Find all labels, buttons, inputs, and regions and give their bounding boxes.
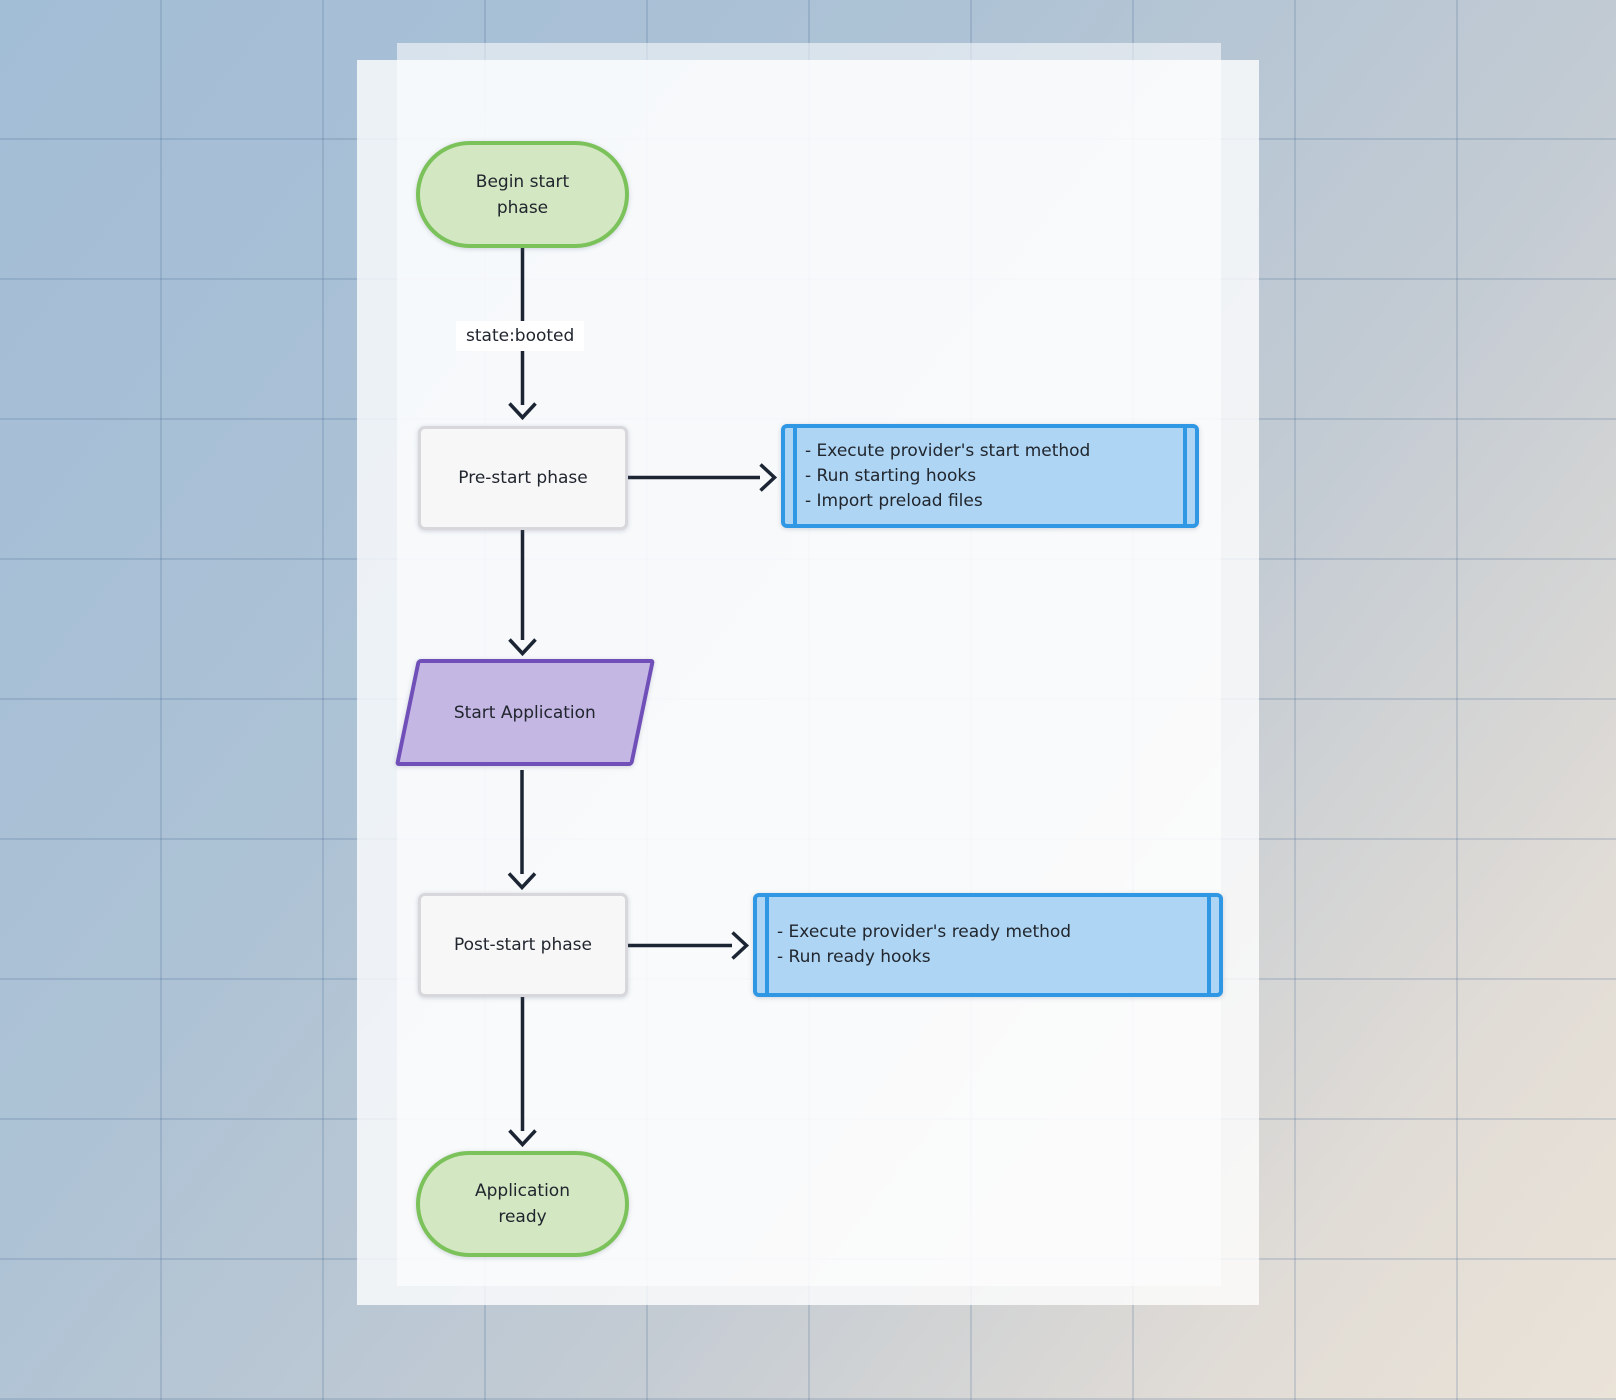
node-label: Pre-start phase [458,468,588,488]
node-label: Start Application [454,702,596,723]
subroutine-line: - Import preload files [805,490,983,511]
node-application-ready: Application ready [416,1151,629,1257]
arrowhead-right-icon [759,463,778,492]
subroutine-line: - Execute provider's start method [805,440,1091,461]
arrowhead-down-icon [508,638,537,657]
edge-label-state-booted: state:booted [456,321,585,351]
subroutine-right-bar [1183,428,1187,524]
arrowhead-down-icon [508,1129,537,1148]
node-start-application: Start Application [394,659,656,766]
node-label: Post-start phase [453,935,592,955]
arrowhead-down-icon [507,872,537,891]
subroutine-line: - Run starting hooks [805,465,977,486]
edge-startapp-to-poststart [507,770,537,891]
edge-poststart-to-ready [508,997,537,1148]
arrowhead-right-icon [731,931,750,960]
node-begin-start-phase: Begin start phase [416,141,629,248]
arrowhead-down-icon [508,402,537,421]
subroutine-left-bar [765,897,769,993]
subroutine-line: - Execute provider's ready method [777,922,1072,942]
edge-poststart-to-subready [628,931,750,960]
edge-prestart-to-substart [628,463,778,492]
subroutine-text: - Execute provider's start method - Run … [805,439,1090,514]
subroutine-left-bar [793,428,797,524]
edge-prestart-to-startapp [508,530,537,657]
subroutine-right-bar [1207,897,1211,993]
node-label: Application ready [475,1181,570,1227]
node-pre-start-phase: Pre-start phase [418,426,628,530]
node-label: Begin start phase [475,171,570,218]
node-substeps-ready: - Execute provider's ready method - Run … [753,893,1223,997]
node-post-start-phase: Post-start phase [418,893,628,997]
subroutine-text: - Execute provider's ready method - Run … [777,920,1071,970]
subroutine-line: - Run ready hooks [777,947,931,967]
node-substeps-start: - Execute provider's start method - Run … [781,424,1199,528]
